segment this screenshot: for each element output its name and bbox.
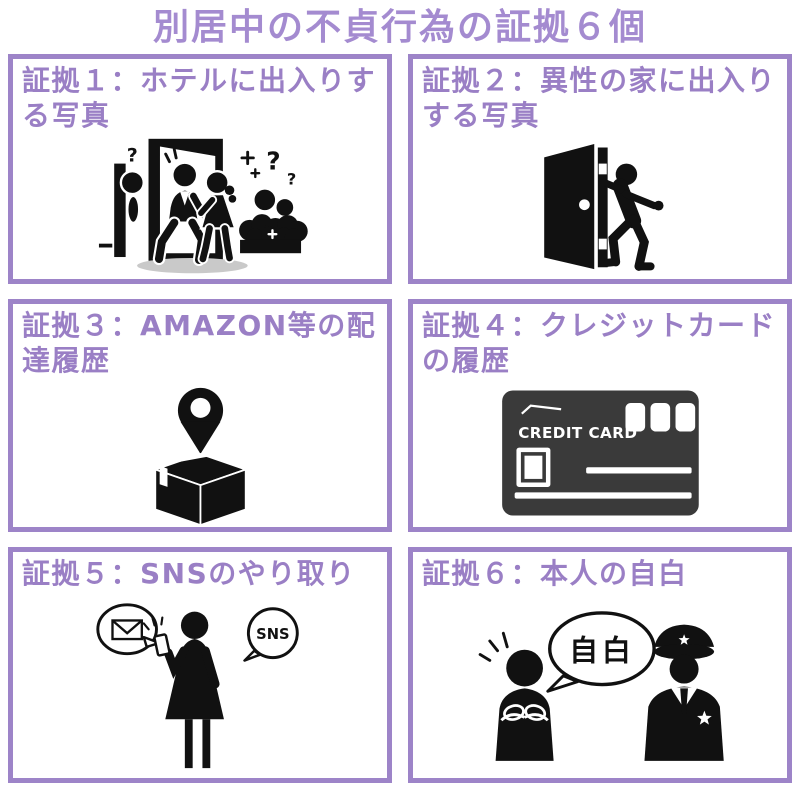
person-entering-door-icon bbox=[543, 143, 664, 271]
peeking-person-icon bbox=[119, 169, 145, 196]
credit-card-icon: CREDIT CARD bbox=[502, 390, 699, 516]
confession-label: 自白 bbox=[569, 633, 635, 667]
woman-phone-sns-icon: SNS bbox=[96, 602, 299, 768]
necktie bbox=[680, 688, 688, 715]
card-body bbox=[502, 390, 699, 516]
card-illustration: 自白 bbox=[413, 591, 787, 778]
couple-icon bbox=[152, 147, 237, 266]
card-title: 証拠４：クレジットカードの履歴 bbox=[422, 309, 777, 378]
card-title: 証拠１：ホテルに出入りする写真 bbox=[22, 64, 377, 133]
mail-speech-bubble-icon bbox=[96, 602, 161, 655]
confessing-person-icon bbox=[478, 631, 554, 761]
card-title: 証拠５：SNSのやり取り bbox=[22, 557, 356, 590]
question-mark: ? bbox=[266, 146, 280, 175]
card-title: 証拠６：本人の自白 bbox=[422, 557, 688, 590]
question-mark: ? bbox=[127, 144, 138, 166]
evidence-card-4: 証拠４：クレジットカードの履歴 CREDIT CARD bbox=[408, 299, 792, 532]
sparkle-icon bbox=[240, 150, 261, 178]
woman-with-phone-icon bbox=[142, 611, 224, 768]
floor-shadow bbox=[137, 257, 248, 273]
location-pin-icon bbox=[177, 387, 223, 454]
question-mark: ? bbox=[287, 169, 296, 188]
evidence-grid: 証拠１：ホテルに出入りする写真 ? bbox=[8, 54, 792, 783]
cap-star-icon bbox=[678, 633, 690, 645]
card-illustration bbox=[413, 134, 787, 279]
confession-to-officer-icon: 自白 bbox=[478, 610, 724, 761]
evidence-card-6: 証拠６：本人の自白 自白 bbox=[408, 547, 792, 783]
phone-icon bbox=[153, 632, 171, 657]
card-title: 証拠２：異性の家に出入りする写真 bbox=[422, 64, 777, 133]
sweat-drops bbox=[164, 147, 178, 163]
door-knob bbox=[578, 199, 590, 210]
card-illustration bbox=[13, 379, 387, 527]
envelope-icon bbox=[111, 618, 143, 640]
card-illustration: SNS bbox=[13, 591, 387, 778]
sns-speech-bubble-icon: SNS bbox=[243, 606, 299, 662]
chip-icon bbox=[516, 447, 551, 487]
planter bbox=[240, 239, 302, 253]
sns-label: SNS bbox=[256, 626, 289, 643]
wall-icon bbox=[114, 163, 126, 257]
card-illustration: CREDIT CARD bbox=[413, 379, 787, 527]
card-title: 証拠３：AMAZON等の配達履歴 bbox=[22, 309, 377, 378]
evidence-card-5: 証拠５：SNSのやり取り SNS bbox=[8, 547, 392, 783]
police-officer-icon bbox=[644, 624, 724, 761]
entering-person-icon bbox=[600, 163, 664, 271]
open-door-icon bbox=[543, 143, 594, 269]
hotel-exit-couple-watchers-icon: ? bbox=[98, 138, 308, 273]
badge-star-icon bbox=[697, 710, 712, 725]
evidence-card-2: 証拠２：異性の家に出入りする写真 bbox=[408, 54, 792, 284]
confession-speech-bubble-icon: 自白 bbox=[546, 610, 656, 693]
evidence-card-1: 証拠１：ホテルに出入りする写真 ? bbox=[8, 54, 392, 284]
delivery-box-location-pin-icon bbox=[152, 387, 248, 527]
watchers-in-bush-icon: ? ? bbox=[239, 146, 308, 253]
evidence-card-3: 証拠３：AMAZON等の配達履歴 bbox=[8, 299, 392, 532]
card-illustration: ? bbox=[13, 134, 387, 279]
credit-card-label: CREDIT CARD bbox=[518, 424, 637, 442]
door-frame bbox=[597, 147, 608, 268]
package-box-icon bbox=[152, 451, 248, 527]
page-title: 別居中の不貞行為の証拠６個 bbox=[152, 7, 647, 48]
